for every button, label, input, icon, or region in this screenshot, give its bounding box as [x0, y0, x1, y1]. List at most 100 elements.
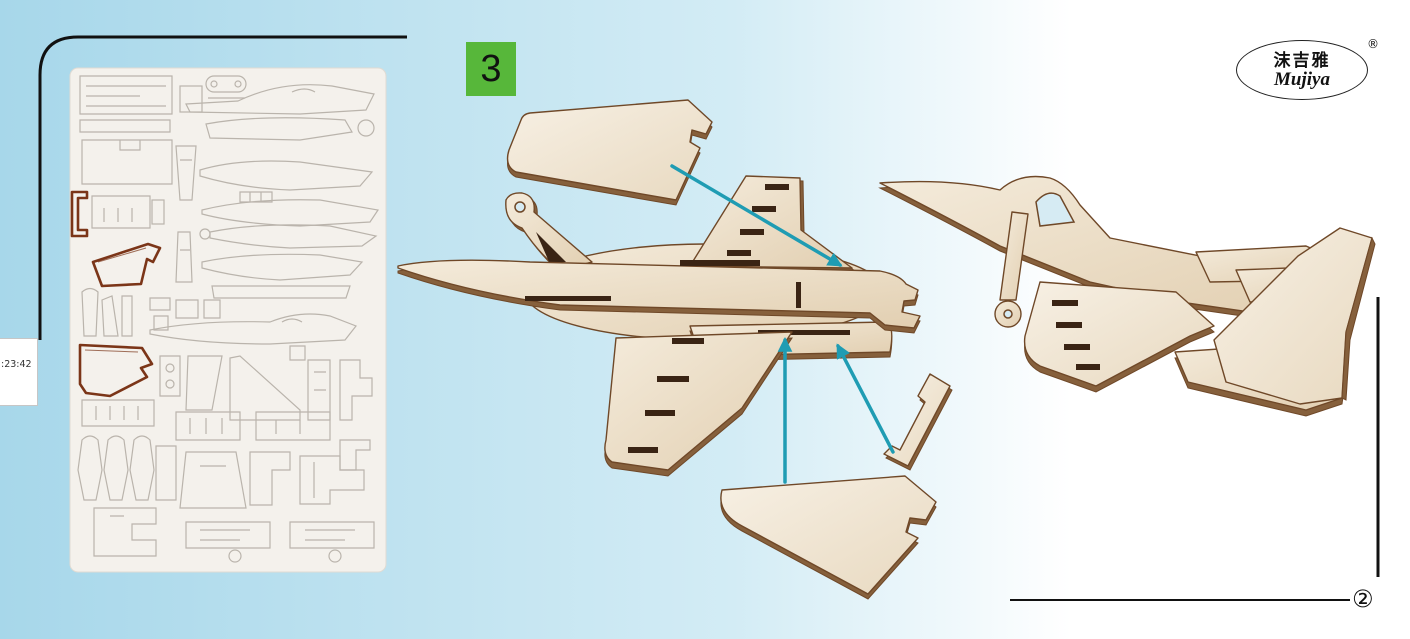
brand-logo: 沫吉雅 Mujiya — [1236, 40, 1368, 100]
board-cutout — [81, 139, 173, 185]
fin-slot — [752, 206, 776, 212]
fin-slot — [727, 250, 751, 256]
board-cutout — [175, 145, 197, 201]
board-cutout — [165, 379, 175, 389]
board-cutout — [79, 119, 171, 133]
board-cutout — [179, 451, 247, 509]
lower-wing-piece — [604, 331, 793, 477]
wing-slot — [645, 410, 675, 416]
board-cutout — [328, 549, 342, 563]
wing-slot — [657, 376, 689, 382]
board-cutout — [151, 199, 165, 225]
board-cutout — [289, 521, 375, 549]
board-cutout — [175, 299, 221, 319]
board-cutout — [209, 224, 378, 249]
assembled-wing-slot — [1052, 300, 1078, 306]
assembled-wing-slot — [1064, 344, 1090, 350]
board-cutout — [201, 253, 364, 281]
assembled-tail-fin — [1213, 227, 1376, 405]
board-cutout — [81, 399, 155, 427]
board-cutouts — [77, 75, 380, 563]
step-marker-circled: ② — [1352, 585, 1374, 613]
board-cutout — [205, 75, 247, 93]
board-sheet — [69, 67, 387, 573]
wing-slot — [672, 338, 704, 344]
board-cutout — [77, 435, 155, 501]
assembled-wing-face — [1023, 281, 1215, 387]
parts-board — [69, 67, 387, 573]
exploded-airplane — [397, 99, 953, 600]
fuselage — [397, 259, 921, 329]
board-cutout — [149, 313, 357, 345]
board-cutout — [93, 507, 157, 557]
board-cutout — [210, 80, 218, 88]
board-cutout — [175, 231, 193, 283]
lower-wing — [604, 331, 793, 471]
board-cutout — [175, 411, 241, 441]
upper-wing-piece-floating — [506, 99, 713, 206]
board-cutout — [185, 355, 223, 411]
timestamp-text: :23:42 — [1, 359, 32, 370]
board-cutout — [239, 191, 273, 203]
landing-gear-cutout — [536, 232, 566, 264]
highlighted-piece-bracket — [70, 190, 89, 238]
board-cutout — [357, 119, 375, 137]
timestamp-box: :23:42 — [0, 338, 38, 406]
board-cutout — [149, 297, 171, 331]
board-cutout — [155, 445, 177, 501]
small-strip-piece-floating — [883, 373, 953, 471]
board-cutout — [79, 75, 173, 115]
landing-gear — [505, 192, 593, 271]
assembly-arrow-small-strip — [836, 343, 895, 454]
board-cutout — [199, 228, 211, 240]
board-cutout — [249, 451, 291, 506]
board-cutout — [228, 549, 242, 563]
bottom-wing-piece-floating — [720, 475, 937, 600]
board-cutout — [201, 199, 380, 227]
assembly-arrow-upper-wing — [670, 164, 843, 267]
small-strip — [883, 373, 951, 467]
board-cutout — [205, 117, 353, 141]
canopy-cutout — [1035, 192, 1076, 227]
gear-strut — [999, 211, 1029, 301]
tail-fin-edge — [1341, 236, 1376, 401]
fin-slot — [740, 229, 764, 235]
board-cutout — [165, 363, 175, 373]
assembled-fuselage — [879, 175, 1306, 321]
fin-slot — [765, 184, 789, 190]
frame-line-top-left — [38, 35, 407, 340]
fuselage-slot — [796, 282, 801, 308]
board-cutout — [339, 359, 373, 421]
fuselage-slot — [680, 260, 760, 266]
gear-wheel-hub — [1003, 309, 1013, 319]
highlighted-piece-wing-upper-edge — [97, 247, 147, 263]
assembled-wing — [1023, 281, 1215, 393]
board-cutout — [185, 521, 271, 549]
registered-mark: ® — [1367, 37, 1379, 51]
vertical-fin — [689, 175, 853, 269]
fuselage-slot — [525, 296, 611, 301]
landing-gear-strut — [505, 192, 597, 275]
highlighted-piece-wing-lower — [78, 343, 154, 398]
assembled-landing-gear — [994, 211, 1029, 328]
board-cutout — [339, 439, 371, 471]
board-cutout — [211, 285, 351, 299]
board-cutout — [255, 411, 331, 441]
upper-wing — [506, 99, 713, 201]
brand-logo-latin: Mujiya — [1274, 69, 1330, 90]
board-cutout — [199, 160, 374, 191]
brand-logo-chinese: 沫吉雅 — [1273, 51, 1331, 71]
fuselage-piece — [397, 259, 921, 334]
assembly-arrows — [670, 164, 895, 484]
assembled-airplane — [878, 175, 1376, 417]
highlighted-piece-wing-lower-edge — [84, 349, 139, 353]
board-cutout — [81, 287, 133, 337]
assembled-wing-slot — [1076, 364, 1100, 370]
landing-gear-hole — [514, 201, 526, 213]
wing-rear-slot — [758, 330, 850, 335]
step-number-badge: 3 — [466, 42, 516, 96]
board-cutout — [159, 355, 181, 397]
board-cutout — [91, 195, 151, 229]
assembled-wing-slot — [1056, 322, 1082, 328]
